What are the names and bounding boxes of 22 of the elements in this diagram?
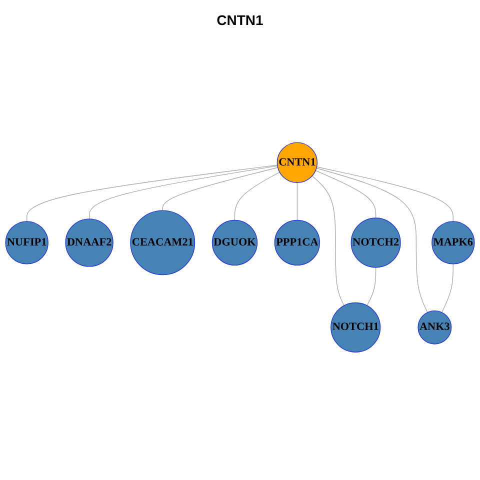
connector [312, 175, 345, 306]
connector [296, 182, 298, 220]
connector [88, 165, 278, 219]
node-circle: CEACAM21 [130, 210, 196, 275]
node-circle: PPP1CA [274, 220, 320, 266]
node-circle: NOTCH2 [350, 217, 401, 268]
node-circle: ANK3 [418, 310, 452, 344]
node-circle: NUFIP1 [5, 220, 48, 264]
connector [366, 266, 376, 306]
node-circle: CNTN1 [276, 142, 318, 183]
node-circle: DGUOK [212, 220, 258, 266]
connector [316, 167, 428, 312]
connector [315, 170, 376, 218]
chart-title: CNTN1 [216, 12, 264, 28]
connector [26, 164, 278, 222]
connector [316, 166, 454, 222]
connector [441, 263, 454, 312]
node-circle: NOTCH1 [330, 302, 381, 352]
connector [162, 166, 278, 211]
node-circle: DNAAF2 [65, 218, 114, 266]
connector [234, 171, 280, 220]
node-circle: MAPK6 [432, 220, 475, 264]
